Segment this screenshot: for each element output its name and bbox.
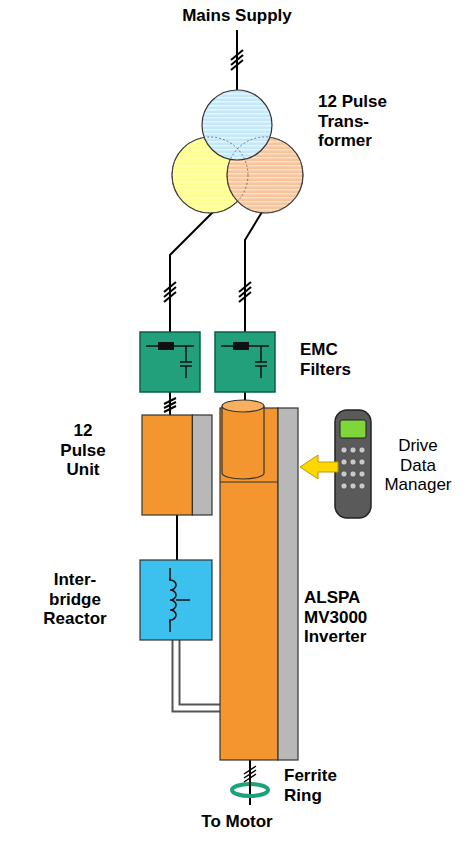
resistor-symbol xyxy=(233,342,249,350)
keypad-button xyxy=(350,459,356,465)
keypad-button xyxy=(341,447,347,453)
pointer-arrow xyxy=(300,455,338,479)
ferrite-ring xyxy=(232,790,268,796)
coil-symbol xyxy=(170,568,190,632)
inverter-shape xyxy=(220,398,298,760)
emc-filter xyxy=(140,332,200,392)
ring-label: Ferrite Ring xyxy=(284,766,356,805)
supply-wire xyxy=(170,210,215,332)
node-label: ALSPA MV3000 Inverter xyxy=(304,588,404,647)
transformer-shape xyxy=(168,85,308,217)
transformer: 12 Pulse Trans- former xyxy=(168,85,308,217)
three-phase-mark xyxy=(244,766,256,782)
keypad-screen xyxy=(340,420,366,438)
resistor-symbol xyxy=(158,342,174,350)
keypad-button xyxy=(350,447,356,453)
unit-side xyxy=(192,415,212,515)
reactor-body xyxy=(140,560,212,640)
rectifier-unit-shape xyxy=(142,415,212,515)
supply-label: Mains Supply xyxy=(157,6,317,26)
bus-connector-group xyxy=(176,640,220,708)
rectifier-unit: 12 Pulse Unit xyxy=(142,415,212,515)
cylinder-top xyxy=(222,400,264,412)
winding-circle xyxy=(227,137,303,213)
winding-circle xyxy=(202,90,272,160)
interbridge-reactor-shape xyxy=(140,560,212,640)
keypad-button xyxy=(359,459,365,465)
bus-connector xyxy=(176,640,220,708)
supply-wire xyxy=(169,392,171,415)
keypad-body xyxy=(335,410,371,518)
filter-symbol xyxy=(221,346,269,378)
three-phase-mark xyxy=(164,398,176,412)
inverter-cylinder xyxy=(222,406,264,479)
three-phase-mark xyxy=(239,282,251,302)
node-label: 12 Pulse Trans- former xyxy=(318,92,400,151)
bus-connector-group xyxy=(177,515,178,560)
hidden-outline xyxy=(227,137,303,213)
node-label: 12 Pulse Unit xyxy=(52,421,114,480)
motor-label: To Motor xyxy=(177,812,297,832)
keypad-button xyxy=(350,483,356,489)
keypad-label: Drive Data Manager xyxy=(379,436,457,495)
keypad-button xyxy=(359,471,365,477)
node-label: Inter- bridge Reactor xyxy=(38,570,112,629)
supply-wire xyxy=(245,212,262,332)
interbridge-reactor: Inter- bridge Reactor xyxy=(140,560,212,640)
keypad-button xyxy=(341,483,347,489)
filter-symbol xyxy=(146,346,194,378)
three-phase-mark xyxy=(164,282,176,302)
inverter-side xyxy=(278,408,298,760)
hidden-outline xyxy=(172,137,248,213)
bus-connector xyxy=(176,515,178,560)
keypad-button xyxy=(359,447,365,453)
emc-filter xyxy=(215,332,275,392)
inverter: ALSPA MV3000 Inverter xyxy=(220,398,298,760)
keypad-button xyxy=(350,471,356,477)
three-phase-mark xyxy=(231,50,243,70)
filter-label: EMC Filters xyxy=(300,340,372,379)
bus-connector-inner xyxy=(176,640,220,708)
keypad-button xyxy=(359,483,365,489)
unit-body xyxy=(142,415,192,515)
keypad-button xyxy=(341,459,347,465)
module-line xyxy=(220,481,278,482)
keypad-button xyxy=(341,471,347,477)
motor-wire xyxy=(249,760,251,805)
